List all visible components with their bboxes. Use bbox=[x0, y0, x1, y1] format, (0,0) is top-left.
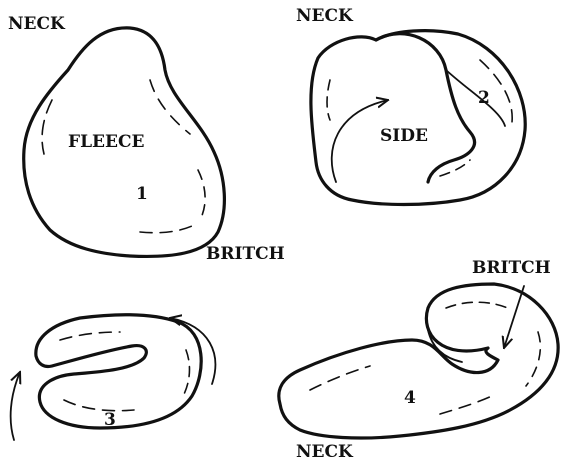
fleece-outline-step-4 bbox=[279, 284, 558, 438]
neck-label-step-1: NECK bbox=[8, 16, 65, 33]
fleece-inner-line-step-2 bbox=[327, 80, 330, 120]
step-number-2: 2 bbox=[478, 90, 490, 107]
fold-edge-step-2 bbox=[376, 34, 475, 182]
side-label: SIDE bbox=[380, 128, 428, 145]
step-2-fold-figure bbox=[311, 31, 525, 205]
fleece-inner-line-step-4 bbox=[440, 394, 496, 414]
britch-label-step-1: BRITCH bbox=[206, 246, 285, 263]
step-number-3: 3 bbox=[104, 412, 116, 429]
britch-pointer-arrow bbox=[504, 286, 524, 348]
roll-arrow-step-3 bbox=[11, 372, 20, 440]
neck-label-step-2: NECK bbox=[296, 8, 353, 25]
step-4-roll-figure bbox=[279, 284, 558, 438]
fleece-inner-line-step-1 bbox=[198, 170, 205, 220]
neck-label-step-4: NECK bbox=[296, 444, 353, 461]
fleece-outline-step-2 bbox=[311, 31, 525, 205]
fleece-inner-line-step-1 bbox=[42, 100, 52, 154]
fleece-label: FLEECE bbox=[68, 134, 144, 151]
step-number-4: 4 bbox=[404, 390, 416, 407]
fleece-inner-line-step-3 bbox=[182, 350, 189, 398]
fleece-inner-line-step-4 bbox=[310, 366, 370, 390]
britch-label-step-4: BRITCH bbox=[472, 260, 551, 277]
step-number-1: 1 bbox=[136, 186, 148, 203]
fleece-inner-line-step-3 bbox=[60, 332, 120, 340]
fleece-inner-line-step-4 bbox=[526, 332, 540, 386]
fleece-inner-line-step-4 bbox=[446, 302, 512, 310]
fleece-inner-line-step-1 bbox=[140, 226, 192, 233]
fleece-inner-line-step-3 bbox=[64, 400, 134, 411]
roll-arrow-step-3 bbox=[170, 318, 215, 384]
